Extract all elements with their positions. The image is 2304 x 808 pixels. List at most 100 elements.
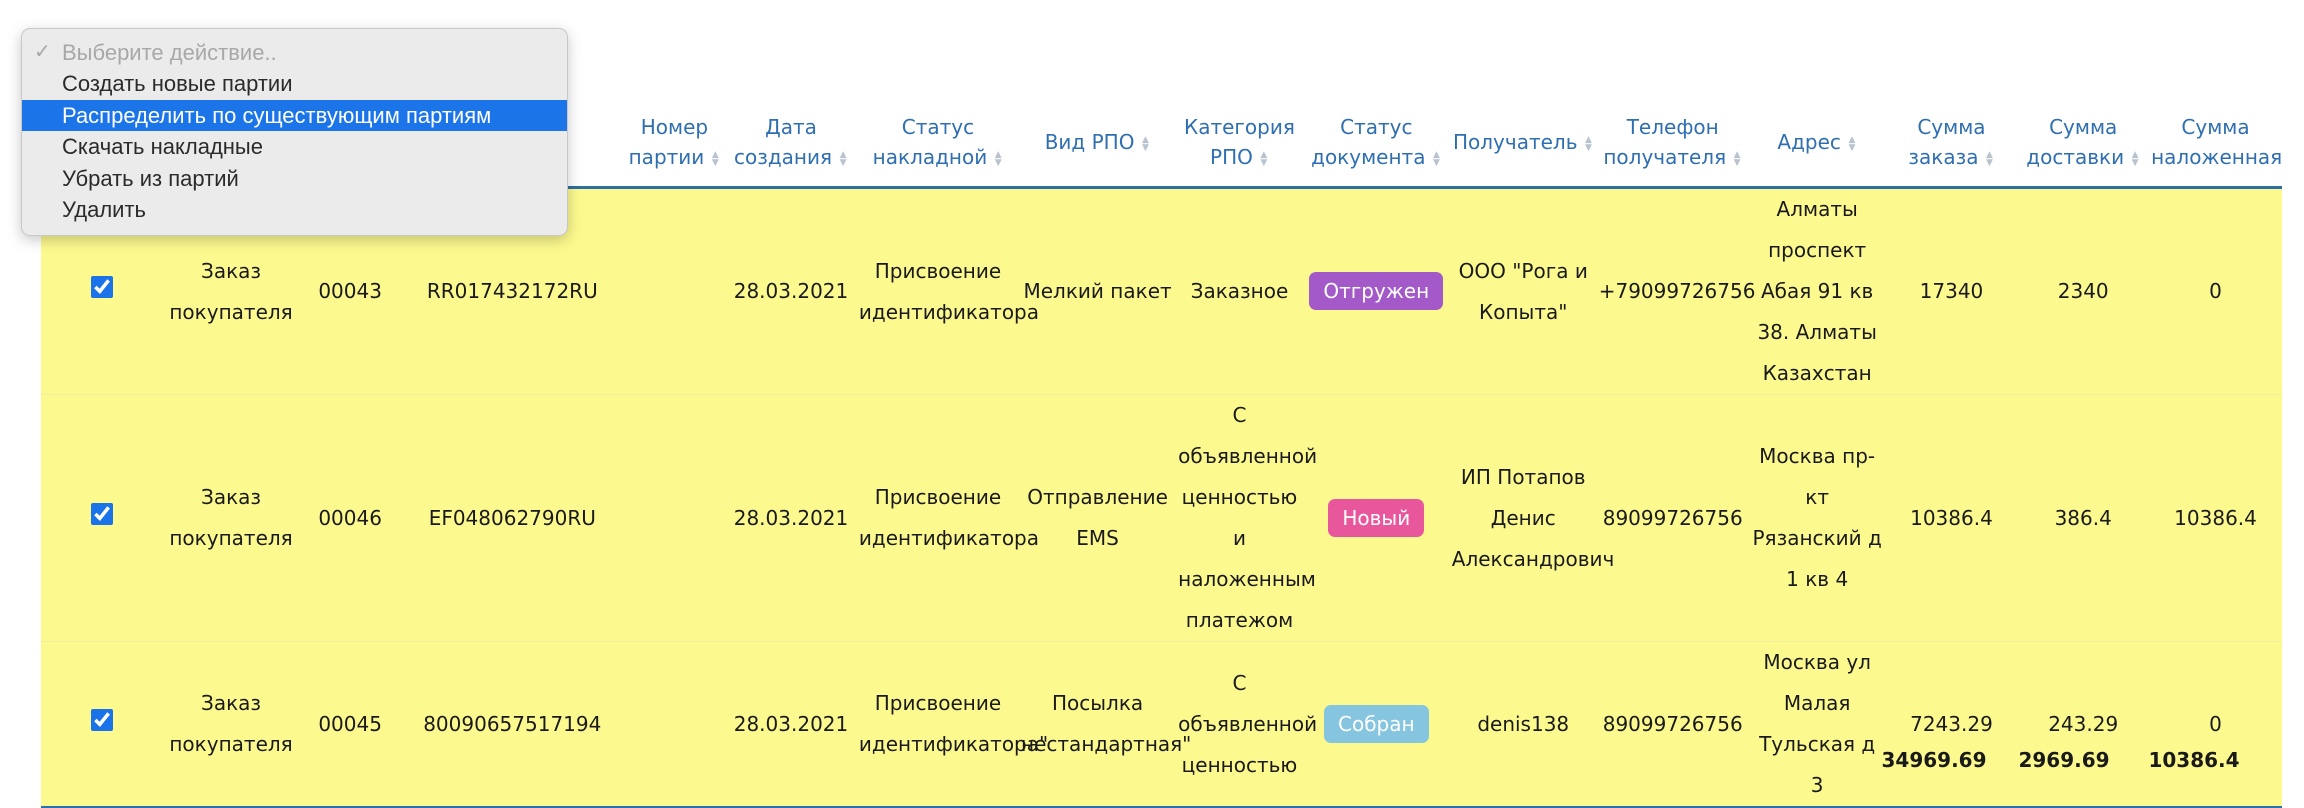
sort-arrows-icon[interactable]: ▲▼ xyxy=(1986,149,1993,168)
dropdown-placeholder-label: Выберите действие.. xyxy=(62,40,277,65)
rpo-category-cell: Заказное xyxy=(1176,187,1303,395)
rpo-category-cell: С объявленной ценностью и наложенным пла… xyxy=(1176,394,1317,642)
row-checkbox[interactable] xyxy=(90,276,113,298)
dropdown-placeholder: ✓ Выберите действие.. xyxy=(22,37,567,68)
batch-number-cell xyxy=(623,394,726,642)
cod-sum-cell: 10386.4 xyxy=(2149,394,2282,642)
column-header-label: Вид РПО xyxy=(1044,130,1135,154)
dropdown-option[interactable]: Распределить по существующим партиям xyxy=(22,99,567,131)
address-cell: Москва пр-кт Рязанский д 1 кв 4 xyxy=(1748,394,1886,642)
sort-arrows-icon[interactable]: ▲▼ xyxy=(994,149,1002,168)
column-header-label: Получатель xyxy=(1452,130,1578,154)
total-order-sum: 34969.69 xyxy=(1881,748,1987,772)
column-header-11[interactable]: Телефон получателя ▲▼ xyxy=(1596,98,1749,189)
sort-arrows-icon[interactable]: ▲▼ xyxy=(1848,134,1856,153)
waybill-status-cell: Присвоение идентификатора xyxy=(856,394,1039,642)
column-header-label: Сумма заказа xyxy=(1908,115,1986,169)
column-header-label: Статус документа xyxy=(1311,115,1426,169)
rpo-type-cell: Посылка нестандартная" xyxy=(1019,641,1191,808)
address-cell: Москва ул Малая Тульская д 3 xyxy=(1748,641,1886,808)
column-header-label: Дата создания xyxy=(733,115,833,169)
status-badge: Новый xyxy=(1328,498,1425,537)
waybill-status-cell: Присвоение идентификатора" xyxy=(856,641,1048,808)
rpo-category-cell: С объявленной ценностью xyxy=(1176,641,1317,808)
column-header-label: Телефон получателя xyxy=(1603,115,1727,169)
column-header-7[interactable]: Вид РПО ▲▼ xyxy=(1019,98,1177,189)
column-header-label: Категория РПО xyxy=(1184,115,1295,169)
batch-number-cell xyxy=(623,187,726,395)
dropdown-option[interactable]: Удалить xyxy=(62,197,146,222)
order-sum-cell: 7243.29 xyxy=(1885,641,2018,808)
check-icon: ✓ xyxy=(34,41,51,63)
sort-arrows-icon[interactable]: ▲▼ xyxy=(1141,134,1149,153)
delivery-sum-cell: 243.29 xyxy=(2017,641,2150,808)
phone-cell: +79099726756 xyxy=(1596,187,1755,395)
column-header-label: Статус накладной xyxy=(872,115,988,169)
column-header-8[interactable]: Категория РПО▲▼ xyxy=(1176,98,1303,189)
doc-type-cell: Заказ покупателя xyxy=(162,394,300,642)
rpo-type-cell: Отправление EMS xyxy=(1019,394,1177,642)
column-header-label: Сумма доставки xyxy=(2026,115,2125,169)
created-date-cell: 28.03.2021 xyxy=(725,641,857,808)
waybill-status-cell: Присвоение идентификатора xyxy=(856,187,1039,395)
total-cod-sum: 10386.4 xyxy=(2148,748,2240,772)
doc-status-cell: Новый xyxy=(1302,394,1450,642)
dropdown-option[interactable]: Скачать накладные xyxy=(62,134,263,159)
column-header-12[interactable]: Адрес ▲▼ xyxy=(1748,98,1886,189)
cod-sum-cell: 0 xyxy=(2149,187,2282,395)
track-number-cell: EF048062790RU xyxy=(400,394,624,642)
order-sum-cell: 10386.4 xyxy=(1885,394,2018,642)
sort-arrows-icon[interactable]: ▲▼ xyxy=(711,149,719,168)
dropdown-option[interactable]: Убрать из партий xyxy=(62,165,239,191)
created-date-cell: 28.03.2021 xyxy=(725,187,857,395)
sort-arrows-icon[interactable]: ▲▼ xyxy=(1433,149,1440,168)
created-date-cell: 28.03.2021 xyxy=(725,394,857,642)
column-header-9[interactable]: Статус документа ▲▼ xyxy=(1302,98,1450,189)
cod-sum-cell: 0 xyxy=(2149,641,2282,808)
recipient-cell: denis138 xyxy=(1449,641,1597,808)
recipient-cell: ИП Потапов Денис Александрович xyxy=(1449,394,1614,642)
row-checkbox[interactable] xyxy=(90,708,113,731)
column-header-6[interactable]: Статус накладной ▲▼ xyxy=(856,98,1020,189)
row-checkbox[interactable] xyxy=(90,502,113,525)
doc-status-cell: Собран xyxy=(1302,641,1450,808)
dropdown-option[interactable]: Создать новые партии xyxy=(62,71,293,96)
batch-number-cell xyxy=(623,641,726,808)
address-cell: Алматы проспект Абая 91 кв 38. Алматы Ка… xyxy=(1748,187,1886,395)
sort-arrows-icon[interactable]: ▲▼ xyxy=(1260,149,1268,168)
sort-arrows-icon[interactable]: ▲▼ xyxy=(1585,134,1592,153)
action-select-dropdown[interactable]: ✓ Выберите действие.. Создать новые парт… xyxy=(21,28,568,236)
select-cell xyxy=(41,641,163,808)
column-header-14[interactable]: Сумма доставки ▲▼ xyxy=(2017,98,2150,189)
order-number-cell: 00045 xyxy=(299,641,401,808)
totals-row: 34969.69 2969.69 10386.4 xyxy=(0,742,2304,778)
column-header-15: Сумма наложенная xyxy=(2149,98,2283,189)
sort-arrows-icon[interactable]: ▲▼ xyxy=(1733,149,1741,168)
delivery-sum-cell: 2340 xyxy=(2017,187,2150,395)
doc-status-cell: Отгружен xyxy=(1302,187,1450,395)
sort-arrows-icon[interactable]: ▲▼ xyxy=(2131,149,2139,168)
doc-type-cell: Заказ покупателя xyxy=(162,641,300,808)
column-header-label: Адрес xyxy=(1777,130,1841,154)
column-header-label: Сумма наложенная xyxy=(2151,115,2283,169)
column-header-13[interactable]: Сумма заказа▲▼ xyxy=(1885,98,2018,189)
phone-cell: 89099726756 xyxy=(1596,394,1749,642)
delivery-sum-cell: 386.4 xyxy=(2017,394,2150,642)
select-cell xyxy=(41,394,163,642)
total-delivery-sum: 2969.69 xyxy=(2018,748,2110,772)
sort-arrows-icon[interactable]: ▲▼ xyxy=(839,149,847,168)
track-number-cell: 80090657517194 xyxy=(400,641,624,808)
column-header-5[interactable]: Дата создания ▲▼ xyxy=(725,98,857,189)
status-badge: Собран xyxy=(1324,704,1429,743)
column-header-label: Номер партии xyxy=(628,115,709,169)
order-sum-cell: 17340 xyxy=(1885,187,2018,395)
rpo-type-cell: Мелкий пакет xyxy=(1019,187,1177,395)
phone-cell: 89099726756 xyxy=(1596,641,1749,808)
status-badge: Отгружен xyxy=(1309,272,1444,310)
order-number-cell: 00046 xyxy=(299,394,401,642)
column-header-10[interactable]: Получатель ▲▼ xyxy=(1449,98,1597,189)
recipient-cell: ООО "Рога и Копыта" xyxy=(1449,187,1597,395)
column-header-4[interactable]: Номер партии▲▼ xyxy=(623,98,726,189)
